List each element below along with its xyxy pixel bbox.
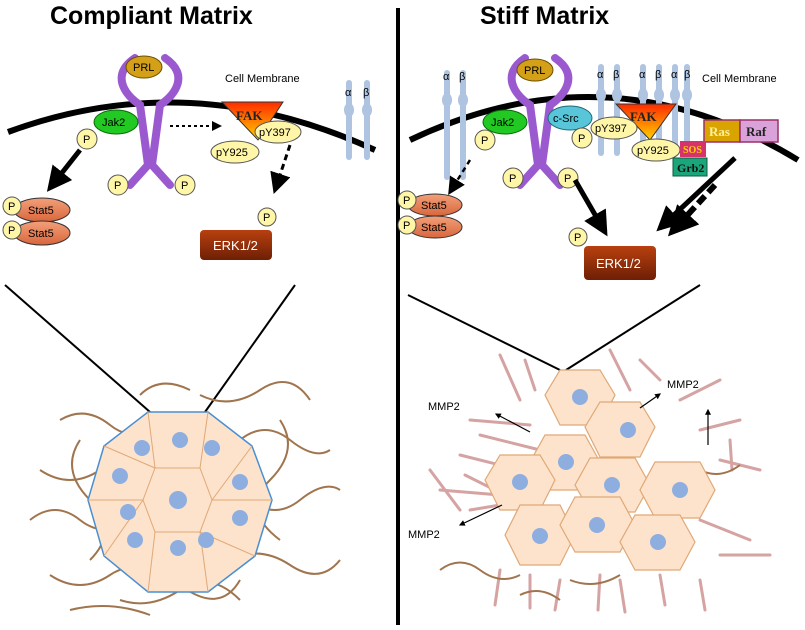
- svg-text:P: P: [564, 173, 571, 185]
- svg-text:P: P: [574, 232, 581, 244]
- left-fak: [220, 101, 284, 141]
- svg-text:α: α: [671, 69, 678, 81]
- mmp2-label-3: MMP2: [408, 529, 440, 541]
- left-jak2-label: Jak2: [102, 117, 125, 129]
- svg-text:P: P: [403, 220, 410, 232]
- right-prl-label: PRL: [524, 65, 545, 77]
- right-mmp2-group: MMP2 MMP2 MMP2: [408, 379, 711, 541]
- left-erk: [200, 230, 272, 260]
- right-erk-phospho: [568, 227, 588, 247]
- right-py925-label: pY925: [637, 145, 669, 157]
- mmp2-label-1: MMP2: [428, 401, 460, 413]
- svg-text:P: P: [114, 180, 121, 192]
- mmp2-label-2: MMP2: [667, 379, 699, 391]
- right-raf-label: Raf: [746, 124, 767, 139]
- right-prl: [516, 58, 554, 82]
- right-arrow-receptor-erk: [572, 178, 608, 237]
- right-membrane-label: Cell Membrane: [702, 73, 777, 85]
- left-panel-title: Compliant Matrix: [50, 2, 253, 30]
- left-py925: [210, 140, 260, 164]
- left-cell-cluster: [87, 411, 273, 593]
- left-membrane-label: Cell Membrane: [225, 73, 300, 85]
- right-integrin-4: [670, 64, 692, 156]
- right-erk: [584, 246, 656, 280]
- right-nuclei: [512, 389, 688, 550]
- left-jak2: [93, 109, 139, 135]
- svg-text:β: β: [459, 71, 465, 83]
- right-jak2: [482, 109, 528, 135]
- right-jak2-label: Jak2: [491, 117, 514, 129]
- left-panel: Compliant Matrix Cell Membrane α β PRL J…: [2, 2, 377, 616]
- svg-text:P: P: [403, 195, 410, 207]
- left-zoom-line-1: [4, 284, 151, 413]
- svg-text:P: P: [181, 180, 188, 192]
- left-erk-phospho: [257, 207, 277, 227]
- right-brown-fibers: [439, 464, 741, 601]
- left-prl: [125, 55, 163, 79]
- left-fak-label: FAK: [236, 108, 263, 123]
- left-zoom-line-2: [204, 284, 296, 413]
- svg-text:P: P: [578, 133, 585, 145]
- left-py397-label: pY397: [259, 127, 291, 139]
- svg-text:P: P: [509, 173, 516, 185]
- right-erk-label: ERK1/2: [596, 256, 641, 271]
- svg-text:Stat5: Stat5: [28, 228, 54, 240]
- svg-text:β: β: [684, 69, 690, 81]
- svg-text:Stat5: Stat5: [421, 200, 447, 212]
- left-cell-membrane: [6, 99, 377, 153]
- right-integrin-1: [442, 70, 468, 180]
- left-arrow-fak-erk: [270, 144, 292, 194]
- right-grb2-label: Grb2: [677, 161, 704, 175]
- right-sos-label: SOS: [683, 145, 702, 156]
- right-phospho-group: P P P P: [474, 127, 593, 189]
- svg-text:β: β: [655, 69, 661, 81]
- svg-text:Stat5: Stat5: [28, 205, 54, 217]
- right-arrow-raf-erk: [667, 182, 718, 237]
- left-erk-label: ERK1/2: [213, 238, 258, 253]
- svg-text:Stat5: Stat5: [421, 222, 447, 234]
- svg-text:α: α: [443, 71, 450, 83]
- right-grb2: [672, 157, 708, 177]
- svg-text:P: P: [83, 134, 90, 146]
- right-ras-label: Ras: [709, 124, 730, 139]
- right-arrow-jak-stat: [448, 159, 472, 195]
- right-stat5-dimer: Stat5 Stat5 P P: [397, 190, 463, 239]
- right-py397-label: pY397: [595, 123, 627, 135]
- svg-text:P: P: [8, 201, 15, 213]
- left-integrin: α β: [344, 80, 372, 160]
- left-integrin-beta: β: [363, 87, 369, 99]
- right-fak-label: FAK: [630, 109, 657, 124]
- svg-text:α: α: [597, 69, 604, 81]
- right-raf: [739, 119, 779, 143]
- svg-text:P: P: [8, 225, 15, 237]
- right-sos: [680, 141, 706, 157]
- right-csrc-label: c-Src: [553, 113, 579, 125]
- right-py397: [590, 116, 638, 140]
- left-py397: [254, 120, 302, 144]
- svg-text:α: α: [639, 69, 646, 81]
- left-arrow-jak-stat: [46, 148, 82, 192]
- right-csrc: [547, 105, 593, 131]
- right-zoom-line-2: [565, 284, 701, 371]
- left-py925-label: pY925: [216, 147, 248, 159]
- right-integrin-labels: α β α β α β α β: [443, 69, 690, 83]
- right-panel-title: Stiff Matrix: [480, 2, 609, 30]
- right-panel: Stiff Matrix Cell Membrane α β α β α β α…: [397, 2, 800, 614]
- left-integrin-alpha: α: [345, 87, 352, 99]
- left-stat5-dimer: Stat5 Stat5 P P: [2, 196, 71, 246]
- left-phospho-group: P P P: [76, 128, 196, 196]
- left-prl-label: PRL: [133, 62, 154, 74]
- svg-text:β: β: [613, 69, 619, 81]
- right-zoom-line-1: [407, 294, 561, 371]
- svg-text:P: P: [263, 212, 270, 224]
- svg-text:P: P: [481, 135, 488, 147]
- right-prl-receptor: [507, 54, 573, 189]
